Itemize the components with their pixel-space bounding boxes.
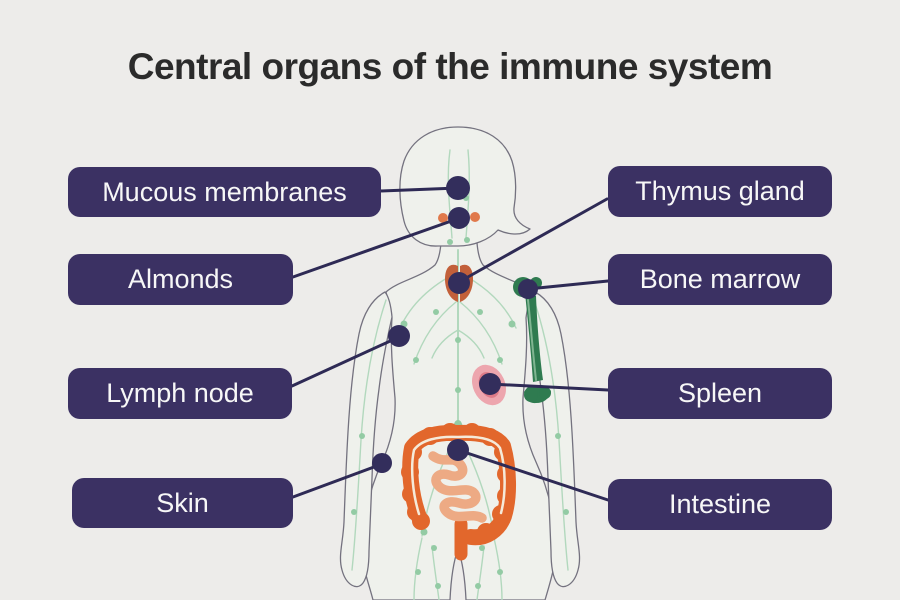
- marker-dots: [372, 176, 538, 473]
- lymph-vessel: [351, 299, 387, 571]
- lymph-vessel: [431, 329, 459, 359]
- lymph-node-dot: [388, 325, 410, 347]
- connector-mucous-membranes: [378, 186, 460, 193]
- organs: [401, 212, 551, 561]
- bone-marrow-dot: [518, 279, 538, 299]
- tonsil-left: [438, 213, 448, 223]
- label-almonds: Almonds: [68, 254, 293, 305]
- connector-bone-marrow: [526, 279, 610, 291]
- intestine-dot: [447, 439, 469, 461]
- connector-spleen: [488, 382, 610, 392]
- lymph-vessel: [465, 149, 470, 239]
- mucous-membranes-dot: [446, 176, 470, 200]
- label-skin: Skin: [72, 478, 293, 528]
- spleen-dot: [479, 373, 501, 395]
- page-title: Central organs of the immune system: [127, 46, 773, 87]
- label-intestine: Intestine: [608, 479, 832, 530]
- lymph-vessel: [533, 299, 569, 571]
- label-lymph-node: Lymph node: [68, 368, 292, 419]
- connector-almonds: [291, 217, 459, 279]
- connector-lymph-node: [290, 335, 401, 388]
- connectors: [290, 186, 610, 502]
- small-intestine-shape: [428, 451, 487, 523]
- lymph-vessel: [431, 545, 440, 600]
- almonds-dot: [448, 207, 470, 229]
- lymph-vessel: [476, 545, 485, 600]
- thymus-gland-dot: [448, 272, 470, 294]
- intestine-shape: [401, 423, 517, 561]
- label-spleen: Spleen: [608, 368, 832, 419]
- connector-thymus-gland: [457, 197, 609, 284]
- label-mucous-membranes: Mucous membranes: [68, 167, 381, 217]
- connector-skin: [291, 462, 384, 499]
- connector-intestine: [456, 448, 610, 502]
- label-bone-marrow: Bone marrow: [608, 254, 832, 305]
- tonsil-right: [470, 212, 480, 222]
- skin-dot: [372, 453, 392, 473]
- lymph-vessel: [457, 329, 485, 359]
- label-thymus-gland: Thymus gland: [608, 166, 832, 217]
